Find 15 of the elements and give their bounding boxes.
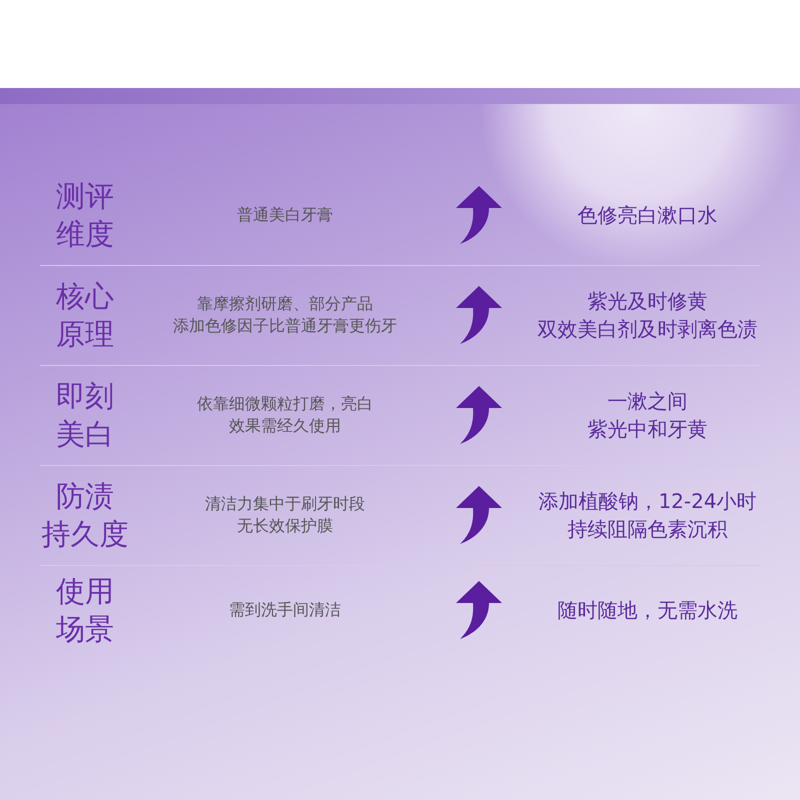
highlight-text: 一漱之间紫光中和牙黄 (588, 388, 708, 443)
highlight-text: 紫光及时修黄双效美白剂及时剥离色渍 (538, 288, 758, 343)
row-heading: 即刻美白 (56, 378, 114, 453)
row-heading: 使用场景 (56, 573, 114, 648)
comparison-text: 需到洗手间清洁 (229, 599, 341, 621)
row-heading: 测评维度 (56, 178, 114, 253)
comparison-text: 清洁力集中于刷牙时段无长效保护膜 (205, 493, 365, 537)
highlight-text: 添加植酸钠，12-24小时持续阻隔色素沉积 (538, 488, 757, 543)
highlight-text: 色修亮白漱口水 (578, 202, 718, 229)
comparison-text: 依靠细微颗粒打磨，亮白效果需经久使用 (197, 393, 373, 437)
row-heading: 防渍持久度 (42, 478, 128, 553)
highlight-text: 随时随地，无需水洗 (558, 597, 738, 624)
comparison-text: 靠摩擦剂研磨、部分产品添加色修因子比普通牙膏更伤牙 (173, 293, 397, 337)
comparison-text: 普通美白牙膏 (237, 204, 333, 226)
row-heading: 核心原理 (56, 278, 114, 353)
